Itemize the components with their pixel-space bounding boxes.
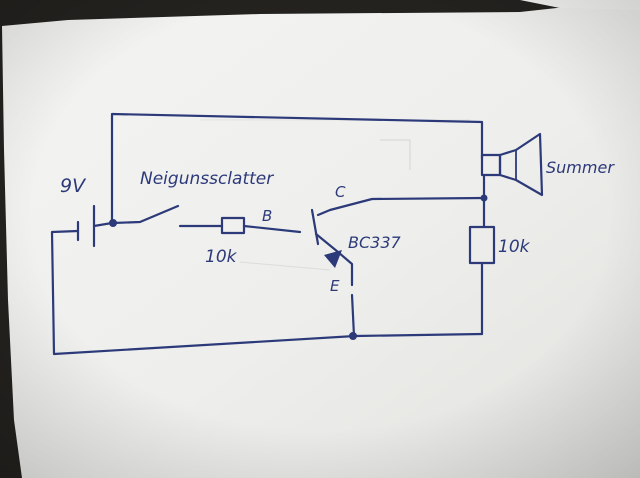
wire-base	[242, 224, 302, 234]
battery-voltage-label: 9V	[60, 175, 87, 197]
buzzer-body	[480, 153, 502, 177]
emitter-label: E	[330, 277, 340, 295]
base-resistor	[220, 216, 246, 235]
wire-emitter-down	[350, 293, 356, 338]
wire-bottom-return	[50, 229, 484, 356]
base-label: B	[262, 207, 272, 225]
wire-collector	[316, 196, 486, 217]
tilt-switch-label: Neigunssclatter	[140, 169, 274, 189]
buzzer-horn	[498, 132, 544, 197]
transistor-label: BC337	[348, 233, 402, 252]
buzzer-label: Summer	[546, 158, 615, 177]
collector-resistor	[468, 225, 496, 265]
transistor-emitter-lead	[314, 232, 354, 287]
wire-battery-to-node	[92, 221, 114, 228]
tilt-switch-lever	[111, 204, 180, 225]
wire-top-supply	[110, 112, 484, 222]
collector-label: C	[335, 183, 346, 201]
collector-resistor-label: 10k	[498, 237, 531, 257]
transistor-emitter-arrow	[324, 250, 342, 268]
transistor-base-bar	[310, 208, 320, 246]
base-resistor-label: 10k	[205, 247, 238, 267]
